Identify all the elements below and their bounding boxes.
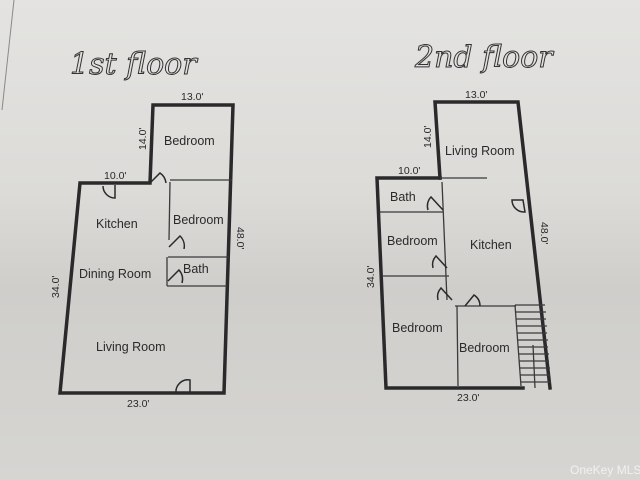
dim-top: 13.0' (181, 91, 203, 103)
room-label: Bedroom (392, 321, 443, 335)
door-icon (149, 172, 167, 184)
dim-top: 13.0' (465, 89, 487, 101)
second-floor-interior-walls (380, 177, 516, 387)
room-label: Kitchen (96, 217, 138, 231)
room-label: Bedroom (173, 213, 224, 227)
room-label: Bedroom (164, 134, 215, 148)
stairs-icon (514, 304, 551, 389)
paper-edge-line (1, 0, 15, 111)
first-floor-title: 1st floor (70, 47, 198, 82)
door-icon (431, 254, 448, 269)
room-label: Bedroom (459, 341, 510, 355)
dim-right: 48.0' (234, 227, 246, 249)
first-floor-interior-walls (166, 179, 232, 287)
dim-wing-side: 14.0' (422, 126, 434, 148)
room-label: Living Room (445, 144, 514, 158)
dim-wing-side: 14.0' (137, 128, 149, 150)
second-floor-outer-wall (375, 176, 525, 390)
dim-left: 34.0' (365, 266, 377, 288)
room-label: Dining Room (79, 267, 151, 281)
watermark: OneKey MLS (570, 463, 640, 477)
door-icon (175, 379, 191, 394)
dim-bottom: 23.0' (127, 398, 149, 410)
room-label: Bedroom (387, 234, 438, 248)
dim-left: 34.0' (50, 276, 62, 298)
dim-step: 10.0' (104, 170, 126, 182)
room-label: Living Room (96, 340, 165, 354)
door-icon (436, 286, 453, 301)
door-icon (426, 195, 444, 211)
door-icon (168, 234, 186, 250)
room-label: Bath (183, 262, 209, 276)
dim-bottom: 23.0' (457, 392, 479, 404)
door-icon (102, 185, 116, 199)
first-floor-plan: 1st floor 13.0' 14.0' 10.0' 34.0' 48.0' … (50, 47, 246, 411)
second-floor-title: 2nd floor (414, 40, 554, 75)
second-floor-plan: 2nd floor 13.0' 14.0' 10.0' 34.0' 48.0' … (365, 40, 555, 405)
room-label: Kitchen (470, 238, 512, 252)
dim-step: 10.0' (398, 165, 420, 177)
door-icon (167, 268, 184, 284)
second-floor-outer-wall (433, 100, 552, 390)
room-label: Bath (390, 190, 416, 204)
door-icon (511, 199, 526, 213)
door-icon (464, 294, 481, 307)
dim-right: 48.0' (538, 222, 550, 244)
